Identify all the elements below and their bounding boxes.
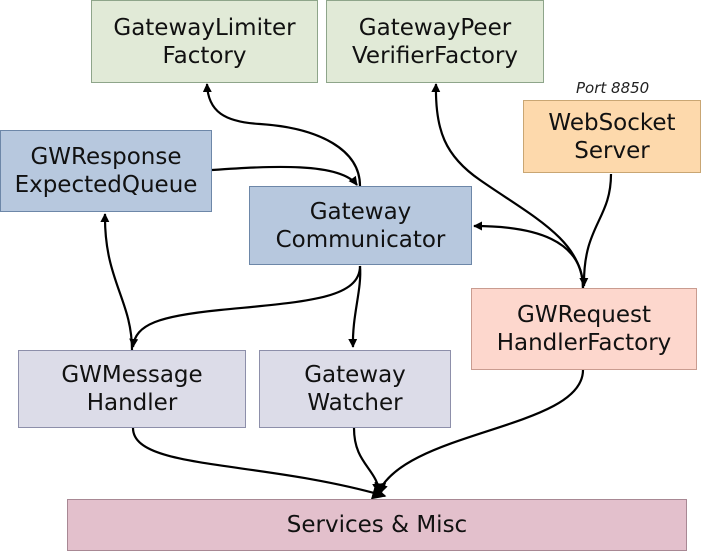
node-label-line2: Server — [574, 137, 650, 164]
node-label-line1: GatewayLimiter — [113, 14, 296, 41]
node-label-line2: Communicator — [275, 226, 446, 253]
edge-websocket-to-reqhandler — [579, 173, 613, 287]
node-label-line1: Services & Misc — [286, 512, 468, 538]
node-label-line2: HandlerFactory — [496, 330, 672, 356]
node-label-line1: GWResponse — [30, 144, 182, 170]
node-gwrequest-handlerfactory: GWRequest HandlerFactory — [471, 288, 697, 370]
edge-watcher-to-services — [352, 427, 387, 498]
websocket-port-note: Port 8850 — [576, 79, 650, 97]
node-label-line1: GWRequest — [517, 302, 651, 328]
node-label-line1: Gateway — [309, 198, 412, 225]
node-label-line2: Factory — [162, 42, 247, 69]
node-services-misc: Services & Misc — [67, 499, 687, 551]
node-label-line1: WebSocket — [548, 109, 676, 136]
node-label-line1: GWMessage — [61, 362, 203, 388]
node-gateway-communicator: Gateway Communicator — [249, 186, 472, 265]
node-label-line1: GatewayPeer — [358, 14, 512, 41]
node-websocket-server: WebSocket Server — [523, 100, 701, 173]
edge-comm-to-limiter — [202, 83, 362, 187]
edge-comm-to-msghandler — [129, 265, 362, 348]
edge-reqhandler-to-peer — [431, 83, 585, 289]
edge-comm-to-watcher — [348, 265, 362, 348]
node-gateway-watcher: Gateway Watcher — [259, 350, 451, 428]
node-gatewaylimiter-factory: GatewayLimiter Factory — [91, 0, 318, 83]
edge-queue-to-comm — [211, 165, 358, 186]
edge-reqhandler-to-comm — [473, 221, 585, 289]
node-label-line2: VerifierFactory — [351, 42, 519, 69]
edge-msghandler-to-queue — [100, 213, 134, 351]
node-gwresponse-expectedqueue: GWResponse ExpectedQueue — [0, 130, 212, 212]
node-label-line1: Gateway — [304, 362, 406, 388]
edge-reqhandler-to-services — [374, 369, 585, 498]
node-label-line2: Watcher — [307, 390, 403, 416]
node-label-line2: Handler — [86, 390, 178, 416]
edge-msghandler-to-services — [131, 427, 387, 500]
node-gwmessage-handler: GWMessage Handler — [18, 350, 246, 428]
node-label-line2: ExpectedQueue — [14, 172, 198, 198]
node-gatewaypeer-verifierfactory: GatewayPeer VerifierFactory — [326, 0, 544, 83]
